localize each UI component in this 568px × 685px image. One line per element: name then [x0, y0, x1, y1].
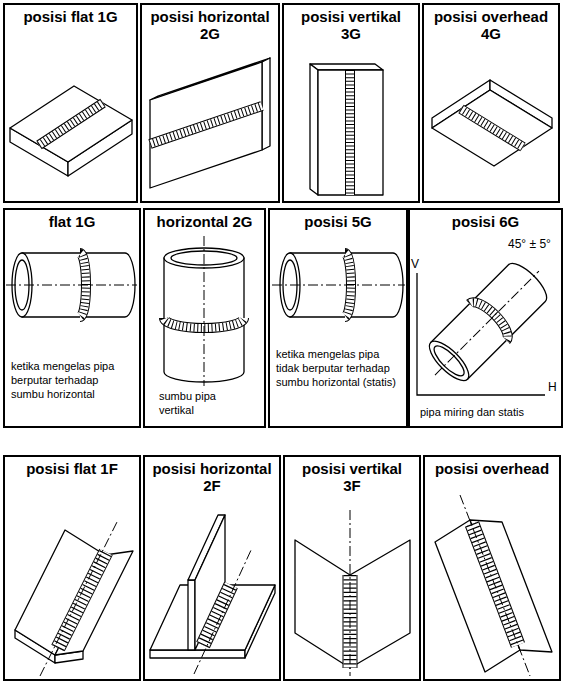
flat-fillet-weld: [15, 520, 133, 676]
position-panel: flat 1G ketika mengelas pipa berputar ter…: [3, 208, 141, 428]
position-panel: posisi horizontal 2G: [140, 3, 280, 203]
overhead-plate-groove-weld: [432, 80, 552, 166]
flat-plate-groove-weld-part: [39, 103, 103, 145]
vertical-plate-groove-weld-part: [345, 70, 355, 195]
horizontal-plate-groove-weld-part: [150, 62, 262, 188]
flat-plate-groove-weld: [10, 86, 132, 176]
position-heading: posisi overhead: [425, 460, 559, 477]
inclined-pipe-weld: [417, 253, 558, 395]
overhead-fillet-weld: [435, 495, 552, 676]
axis-label: H: [548, 381, 557, 394]
pipe-static-weld-part: [272, 285, 405, 286]
overhead-fillet-weld-part: [470, 520, 552, 652]
flat-plate-groove-weld-part: [10, 86, 132, 162]
axis-label: 45° ± 5°: [508, 238, 551, 251]
position-heading: flat 1G: [6, 213, 138, 230]
horizontal-fillet-weld-part: [203, 585, 231, 645]
position-note: sumbu pipa vertikal: [159, 390, 229, 418]
position-heading: posisi 6G: [411, 213, 560, 230]
vertical-fillet-weld-part: [350, 510, 351, 676]
position-panel: horizontal 2G sumbu pipa vertikal: [143, 208, 266, 428]
overhead-plate-groove-weld-part: [461, 109, 523, 147]
position-heading: posisi flat 1G: [23, 8, 118, 25]
pipe-rotating-weld-part: [6, 285, 137, 286]
overhead-plate-groove-weld-part: [432, 90, 552, 166]
horizontal-fillet-weld: [150, 515, 275, 674]
inclined-pipe-weld-part: [417, 253, 558, 394]
position-panel: posisi overhead: [423, 455, 561, 681]
axis-label: V: [411, 258, 419, 271]
vertical-fillet-weld: [295, 510, 410, 676]
horizontal-plate-groove-weld-part: [150, 106, 262, 144]
vertical-plate-groove-weld-part: [346, 70, 354, 195]
position-panel: posisi flat 1F: [3, 455, 141, 681]
horizontal-fillet-weld-part: [194, 548, 252, 674]
vertical-plate-groove-weld-part: [310, 64, 318, 195]
vertical-fillet-weld-part: [350, 540, 410, 668]
horizontal-fillet-weld-part: [203, 585, 231, 645]
inclined-pipe-weld-part-part: [431, 258, 553, 380]
pipe-rotating-weld: [6, 253, 137, 317]
vertical-fillet-weld-part: [295, 540, 350, 668]
position-panel: posisi vertikal 3F: [283, 455, 421, 681]
horizontal-plate-groove-weld: [150, 58, 270, 188]
horizontal-plate-groove-weld-part: [150, 106, 262, 144]
position-panel: posisi overhead 4G: [422, 3, 560, 203]
horizontal-fillet-weld-part: [150, 650, 245, 658]
pipe-static-weld: [272, 253, 405, 317]
position-heading: posisi 5G: [271, 213, 405, 230]
vertical-pipe-weld: [164, 236, 244, 386]
horizontal-fillet-weld-part: [203, 585, 231, 645]
position-heading: posisi vertikal 3G: [292, 8, 410, 43]
flat-plate-groove-weld-part: [39, 103, 103, 145]
position-heading: posisi horizontal 2F: [145, 460, 279, 495]
flat-fillet-weld-part: [58, 552, 106, 648]
vertical-plate-groove-weld-part: [346, 70, 354, 195]
horizontal-plate-groove-weld-part: [262, 58, 270, 150]
position-note: pipa miring dan statis: [420, 406, 560, 420]
position-heading: posisi vertikal 3F: [293, 460, 411, 495]
vertical-plate-groove-weld: [310, 64, 383, 195]
flat-plate-groove-weld-part: [39, 103, 103, 145]
horizontal-plate-groove-weld-part: [150, 106, 262, 144]
inclined-pipe-weld-part-part: [435, 271, 539, 375]
flat-fillet-weld-part: [58, 552, 106, 648]
flat-fillet-weld-part: [58, 552, 106, 648]
flat-fillet-weld-part: [40, 520, 118, 676]
overhead-plate-groove-weld-part: [461, 109, 523, 147]
position-panel: posisi vertikal 3G: [282, 3, 420, 203]
position-panel: posisi horizontal 2F: [143, 455, 281, 681]
vertical-plate-groove-weld-part: [318, 70, 383, 195]
flat-fillet-weld-part: [55, 551, 133, 655]
position-heading: posisi overhead 4G: [424, 8, 558, 43]
position-panel: posisi 5G ketika mengelas pipa tidak berp…: [268, 208, 408, 428]
overhead-plate-groove-weld-part: [461, 109, 523, 147]
horizontal-fillet-weld-part: [188, 580, 195, 650]
position-heading: posisi horizontal 2G: [143, 8, 277, 43]
vertical-plate-groove-weld-part: [310, 64, 383, 70]
vertical-pipe-weld-part: [204, 236, 205, 386]
position-note: ketika mengelas pipa tidak berputar terh…: [276, 348, 404, 389]
position-panel: posisi flat 1G: [3, 3, 138, 203]
position-heading: posisi flat 1F: [25, 460, 120, 477]
overhead-fillet-weld-part: [460, 495, 530, 676]
position-heading: horizontal 2G: [147, 213, 263, 230]
position-note: ketika mengelas pipa berputar terhadap s…: [11, 360, 133, 401]
